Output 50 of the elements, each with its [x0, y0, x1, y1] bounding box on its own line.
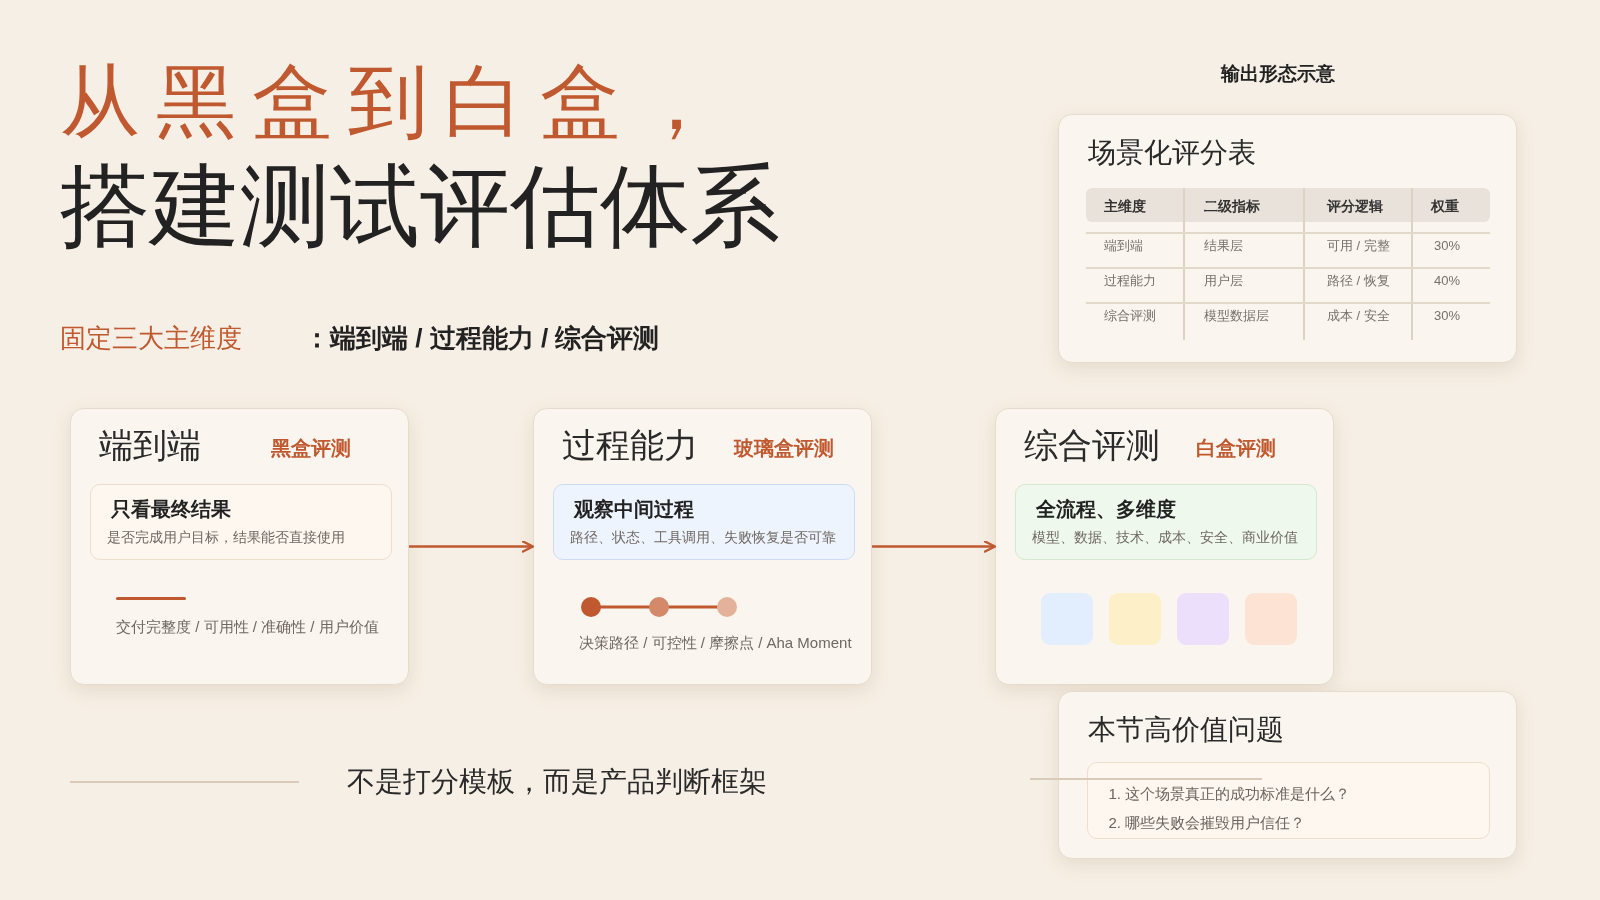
question-list-box [1086, 761, 1490, 839]
arrow [872, 540, 997, 553]
arrow [409, 540, 535, 553]
summary-heading: 全流程、多维度 [1035, 496, 1176, 522]
summary-heading: 只看最终结果 [110, 496, 231, 522]
category-card [70, 408, 409, 685]
card-title: 场景化评分表 [1088, 136, 1256, 170]
summary-heading: 观察中间过程 [573, 496, 694, 522]
evaluation-label: 黑盒评测 [271, 436, 351, 461]
section-label: 输出形态示意 [1221, 62, 1335, 86]
summary-text: 路径、状态、工具调用、失败恢复是否可靠 [569, 527, 836, 547]
table-entry: 30% [1434, 307, 1461, 324]
question-item: 1. 这个场景真正的成功标准是什么？ [1108, 784, 1351, 803]
category-card [533, 408, 872, 685]
table-entry: 成本 / 安全 [1327, 307, 1390, 324]
summary-box [89, 483, 392, 560]
question-card [1058, 691, 1517, 859]
table-entry: 30% [1434, 237, 1461, 254]
column-header: 权重 [1431, 197, 1459, 215]
column-header: 评分逻辑 [1327, 197, 1383, 215]
card-title: 端到端 [99, 425, 201, 465]
card-title: 本节高价值问题 [1088, 713, 1284, 747]
summary-box [552, 483, 855, 560]
tagline-text: 不是打分模板，而是产品判断框架 [347, 765, 767, 799]
table-entry: 过程能力 [1104, 272, 1156, 289]
summary-text: 是否完成用户目标，结果能否直接使用 [106, 527, 345, 547]
table-entry: 可用 / 完整 [1327, 237, 1390, 254]
table-entry: 端到端 [1104, 237, 1143, 254]
summary-box [1014, 483, 1317, 560]
category-card [995, 408, 1334, 685]
table-entry: 路径 / 恢复 [1327, 272, 1390, 289]
evaluation-label: 白盒评测 [1196, 436, 1276, 461]
table-entry: 结果层 [1204, 237, 1243, 254]
evaluation-label: 玻璃盒评测 [734, 436, 834, 461]
table-entry: 40% [1434, 272, 1461, 289]
dimension-heading: 固定三大主维度 [60, 322, 242, 354]
card-title: 过程能力 [562, 425, 698, 465]
metric-list: 交付完整度 / 可用性 / 准确性 / 用户价值 [116, 618, 379, 636]
page-title: 从黑盒到白盒，搭建测试评估体系 [60, 54, 781, 258]
score-table-card [1058, 114, 1517, 363]
metric-list: 决策路径 / 可控性 / 摩擦点 / Aha Moment [579, 634, 852, 652]
card-title: 综合评测 [1024, 425, 1160, 465]
summary-text: 模型、数据、技术、成本、安全、商业价值 [1031, 527, 1298, 547]
column-header: 二级指标 [1204, 197, 1260, 215]
column-header: 主维度 [1104, 197, 1146, 215]
table-entry: 用户层 [1204, 272, 1243, 289]
table-entry: 综合评测 [1104, 307, 1156, 324]
table-entry: 模型数据层 [1204, 307, 1269, 324]
question-item: 2. 哪些失败会摧毁用户信任？ [1108, 813, 1306, 832]
dimension-list: ：端到端 / 过程能力 / 综合评测 [304, 322, 660, 354]
